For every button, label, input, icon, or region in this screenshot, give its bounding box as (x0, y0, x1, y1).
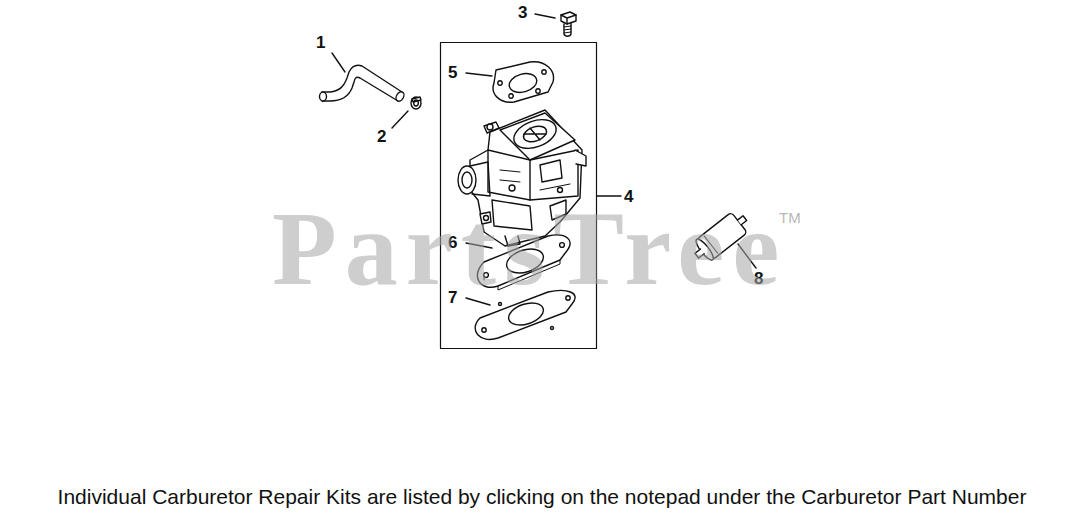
top-gasket (493, 62, 553, 103)
callout-number: 5 (448, 64, 457, 81)
callout-number: 1 (316, 34, 325, 51)
hose-clamp (411, 97, 421, 109)
leader-line (392, 111, 408, 128)
leader-line (535, 14, 555, 18)
hex-bolt (561, 12, 576, 36)
leader-line (466, 73, 492, 76)
watermark: PartsTree (272, 196, 787, 302)
fuel-hose (320, 65, 406, 102)
caption-note: Individual Carburetor Repair Kits are li… (58, 486, 1027, 507)
trademark-mark: TM (779, 210, 801, 225)
callout-number: 3 (518, 4, 527, 21)
callout-number: 2 (377, 128, 386, 145)
leader-line (332, 53, 345, 72)
